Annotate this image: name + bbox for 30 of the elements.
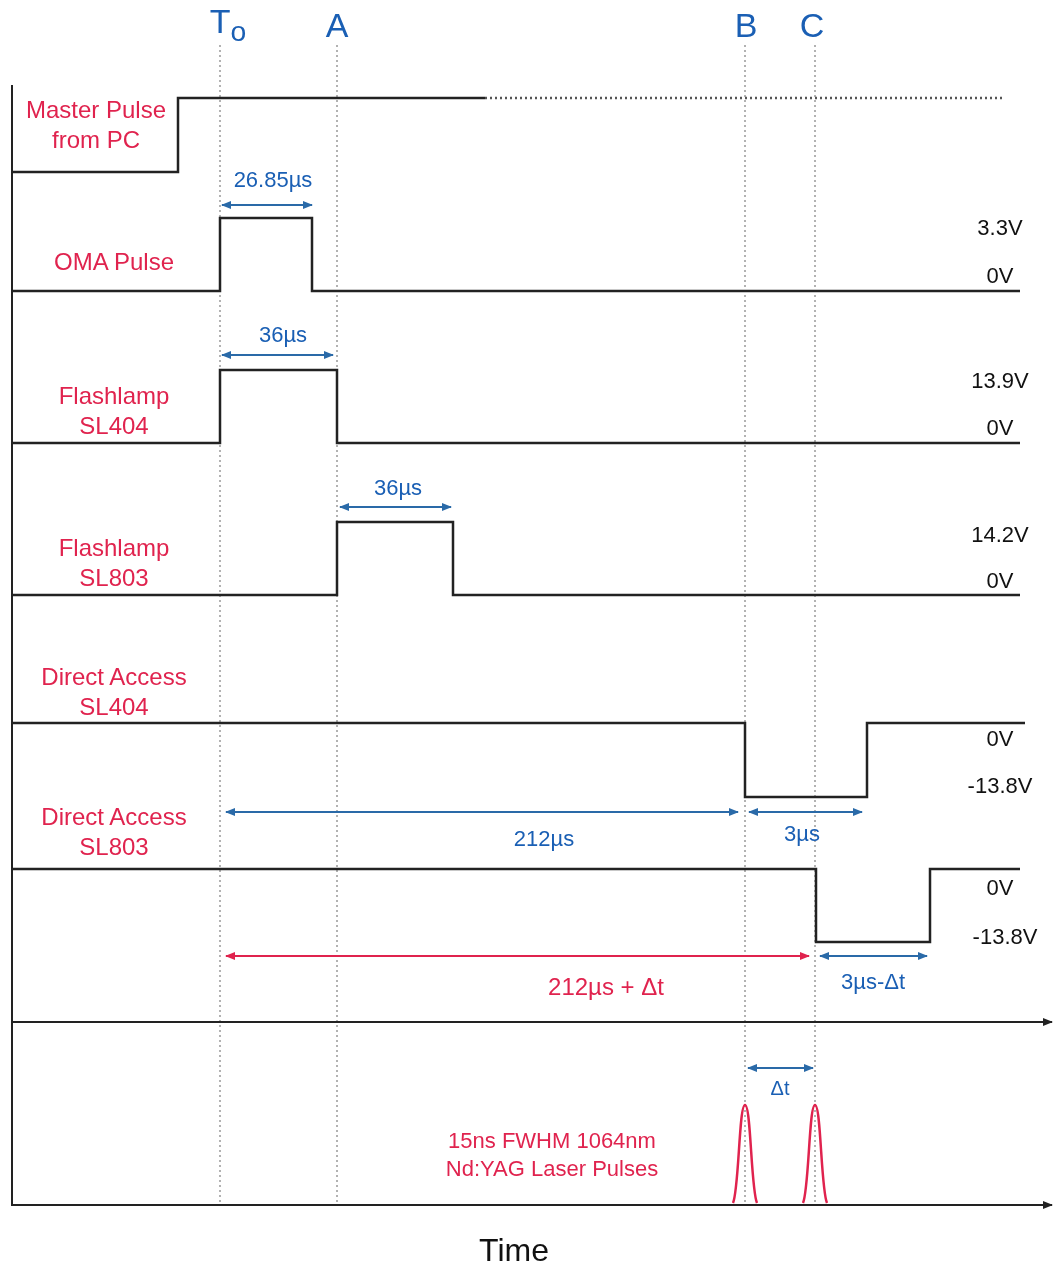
- voltage-label: 0V: [986, 725, 1014, 753]
- voltage-label: 3.3V: [977, 214, 1023, 242]
- duration-label: 36µs: [258, 321, 308, 349]
- voltage-label: 14.2V: [971, 521, 1029, 549]
- voltage-label: -13.8V: [972, 923, 1038, 951]
- duration-label: 212µs: [513, 825, 575, 853]
- signal-name: Flashlamp SL404: [57, 381, 171, 441]
- duration-label: 3µs-Δt: [841, 968, 905, 996]
- voltage-label: 0V: [986, 414, 1014, 442]
- duration-label: 26.85µs: [233, 166, 313, 194]
- marker-label: T$_{o}$: [209, 1, 247, 50]
- signal-name: Direct Access SL404: [40, 662, 188, 722]
- marker-label: A: [325, 4, 349, 46]
- voltage-label: -13.8V: [967, 772, 1033, 800]
- pulse-description: 15ns FWHM 1064nm Nd:YAG Laser Pulses: [444, 1126, 660, 1182]
- signal-name: Master Pulse from PC: [24, 95, 168, 155]
- signal-name: Flashlamp SL803: [57, 533, 171, 593]
- duration-label: 212µs + Δt: [548, 972, 664, 1002]
- duration-label: 3µs: [784, 820, 820, 848]
- voltage-label: 0V: [986, 262, 1014, 290]
- signal-name: OMA Pulse: [54, 247, 174, 277]
- voltage-label: 13.9V: [971, 367, 1029, 395]
- voltage-label: 0V: [986, 567, 1014, 595]
- marker-label: C: [799, 4, 825, 46]
- axis-title: Time: [479, 1231, 549, 1266]
- duration-label: Δt: [770, 1075, 790, 1101]
- marker-label: B: [734, 4, 758, 46]
- duration-label: 36µs: [373, 474, 423, 502]
- signal-name: Direct Access SL803: [40, 802, 188, 862]
- voltage-label: 0V: [986, 874, 1014, 902]
